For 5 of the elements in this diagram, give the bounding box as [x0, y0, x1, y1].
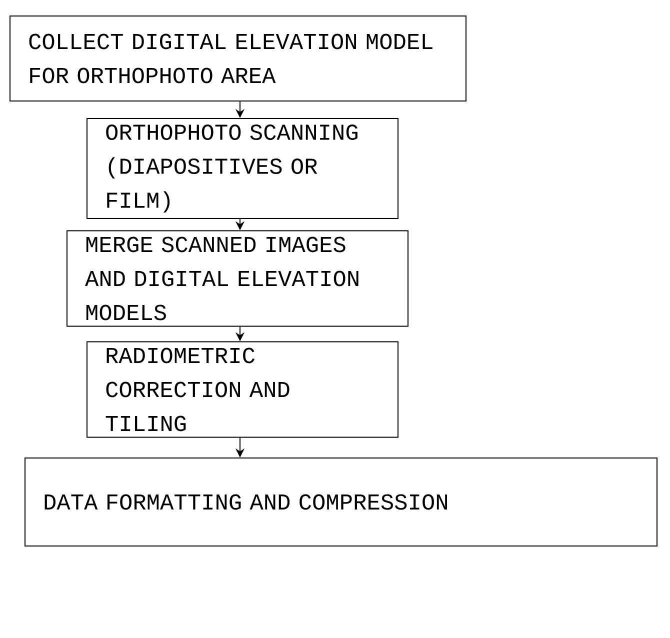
process-box: DATA FORMATTING AND COMPRESSION — [24, 458, 658, 546]
process-box: COLLECT DIGITAL ELEVATION MODEL FOR ORTHOPHOTO AREA — [10, 16, 466, 102]
process-box: RADIOMETRIC CORRECTION AND TILING — [86, 341, 398, 438]
process-box: ORTHOPHOTO SCANNING (DIAPOSITIVES OR FILM) — [86, 118, 398, 219]
process-box: MERGE SCANNED IMAGES AND DIGITAL ELEVATION MODELS — [66, 230, 408, 327]
